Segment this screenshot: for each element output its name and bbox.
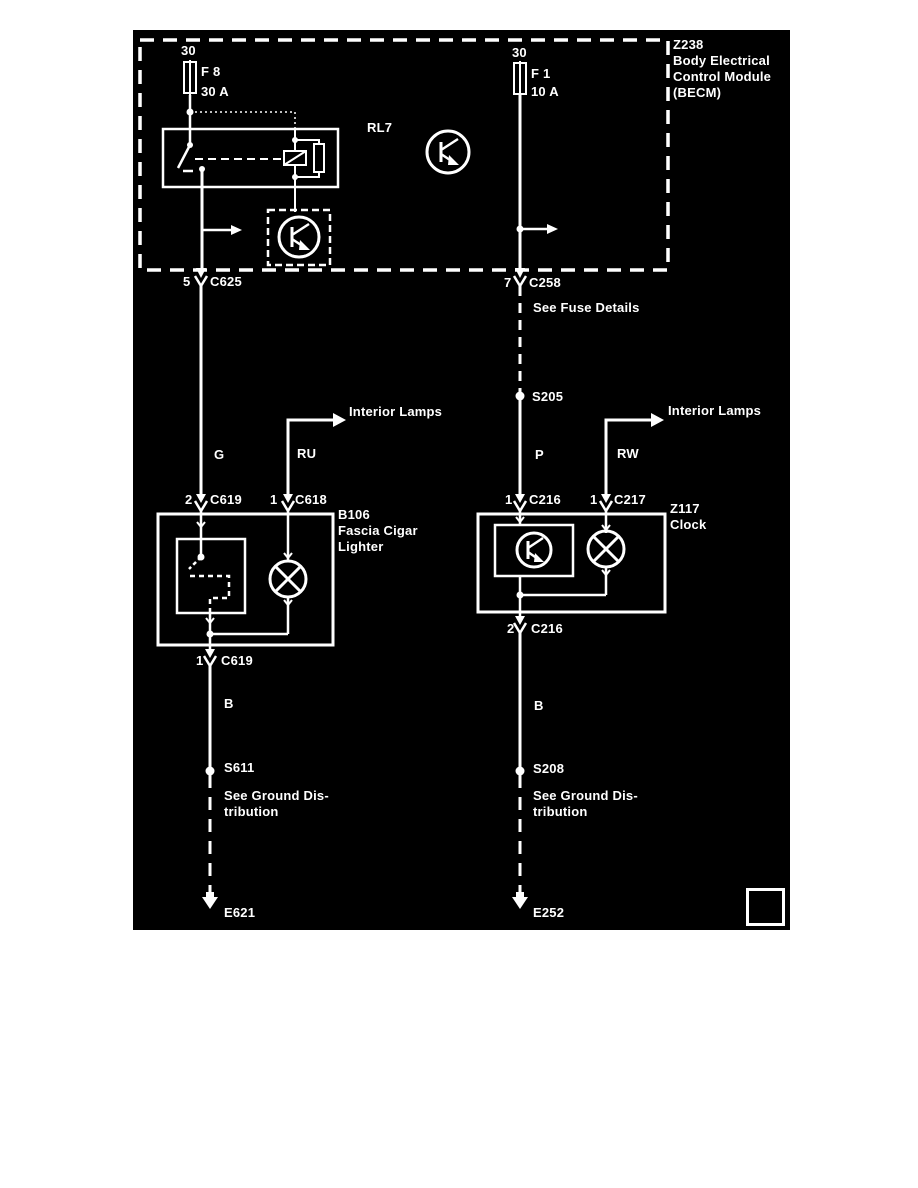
fuse-f1-icon [513,61,527,96]
ground-e621-icon [202,892,218,909]
fuse-f8-terminal: 30 [181,43,196,58]
clock-icon [515,531,553,569]
splice-s611-dot [205,766,215,776]
cigar-lighter-element-icon [188,556,231,608]
c216-out-pin: 2 [507,621,515,636]
wire-color-p: P [535,447,544,462]
branch-arrow-icon [547,224,558,234]
connector-c216-out-icon [512,616,528,634]
z117-name-line1: Clock [670,517,707,532]
wire-color-g: G [214,447,225,462]
ground-note-right-line2: tribution [533,804,588,819]
wire-color-b-right: B [534,698,544,713]
lamp-icon [268,511,308,634]
interior-lamps-right: Interior Lamps [668,403,762,418]
right-output-wire [516,94,558,270]
c216-in-pin: 1 [505,492,513,507]
z117-box [476,511,667,616]
ground-note-left-line2: tribution [224,804,279,819]
c619-out-pin: 1 [196,653,204,668]
wire-p [515,286,525,496]
fuse-f1-terminal: 30 [512,45,527,60]
z117-id: Z117 [670,501,700,516]
right-ground-wire [512,633,528,909]
fuse-f8-rating: 30 A [201,84,229,99]
c618-pin: 1 [270,492,278,507]
module-id: Z238 [673,37,704,52]
fuse-f8-name: F 8 [201,64,221,79]
ground-e252-label: E252 [533,905,565,920]
wire-ru-interior-lamps [286,413,346,496]
wire-color-rw: RW [617,446,639,461]
c618-name: C618 [295,492,327,507]
coil-feed-wire [190,111,296,129]
b106-box [156,511,335,649]
module-name-line2: Control Module [673,69,772,84]
wiring-diagram: Z238 Body Electrical Control Module (BEC… [133,30,790,930]
connector-c619-out-icon [202,649,218,667]
c619-out-name: C619 [221,653,253,668]
interior-lamps-arrow-icon [651,413,664,427]
ground-note-right-line1: See Ground Dis- [533,788,638,803]
branch-arrow-icon [231,225,242,235]
fuse-details-note: See Fuse Details [533,300,640,315]
splice-s205-dot [515,391,525,401]
fuse-f1-name: F 1 [531,66,551,81]
driver-box-icon [266,208,332,267]
c625-pin: 5 [183,274,191,289]
relay-label: RL7 [367,120,393,135]
transistor-icon [425,129,471,175]
b106-name-line1: Fascia Cigar [338,523,418,538]
c619-in-pin: 2 [185,492,193,507]
becm-box [138,38,670,272]
interior-lamps-left: Interior Lamps [349,404,443,419]
left-output-wire [200,169,242,270]
fuse-f1-rating: 10 A [531,84,559,99]
ground-note-left-line1: See Ground Dis- [224,788,329,803]
b106-name-line2: Lighter [338,539,384,554]
c625-name: C625 [210,274,242,289]
c216-out-name: C216 [531,621,563,636]
wire-rw-interior-lamps [604,413,664,496]
module-name-line1: Body Electrical [673,53,770,68]
b106-id: B106 [338,507,370,522]
c217-pin: 1 [590,492,598,507]
module-name-line3: (BECM) [673,85,722,100]
left-ground-wire [202,666,218,909]
splice-s205-label: S205 [532,389,564,404]
connector-c216-in-icon [512,494,528,512]
page-corner-marker [746,888,785,926]
relay-rl7-icon [161,127,340,189]
connector-c625-icon [193,268,209,287]
lamp-icon [586,511,626,595]
connector-c217-icon [598,494,614,512]
fuse-f8-icon [183,60,197,145]
splice-s208-dot [515,766,525,776]
c217-name: C217 [614,492,646,507]
connector-c618-icon [280,494,296,512]
ground-e621-label: E621 [224,905,256,920]
splice-s611-label: S611 [224,760,255,775]
diagram-linework [138,38,670,909]
wire-color-ru: RU [297,446,317,461]
c216-in-name: C216 [529,492,561,507]
c619-in-name: C619 [210,492,242,507]
splice-s208-label: S208 [533,761,565,776]
connector-c258-icon [512,268,528,287]
interior-lamps-arrow-icon [333,413,346,427]
ground-e252-icon [512,892,528,909]
connector-c619-in-icon [193,494,209,512]
c258-pin: 7 [504,275,512,290]
c258-name: C258 [529,275,561,290]
wire-color-b-left: B [224,696,234,711]
